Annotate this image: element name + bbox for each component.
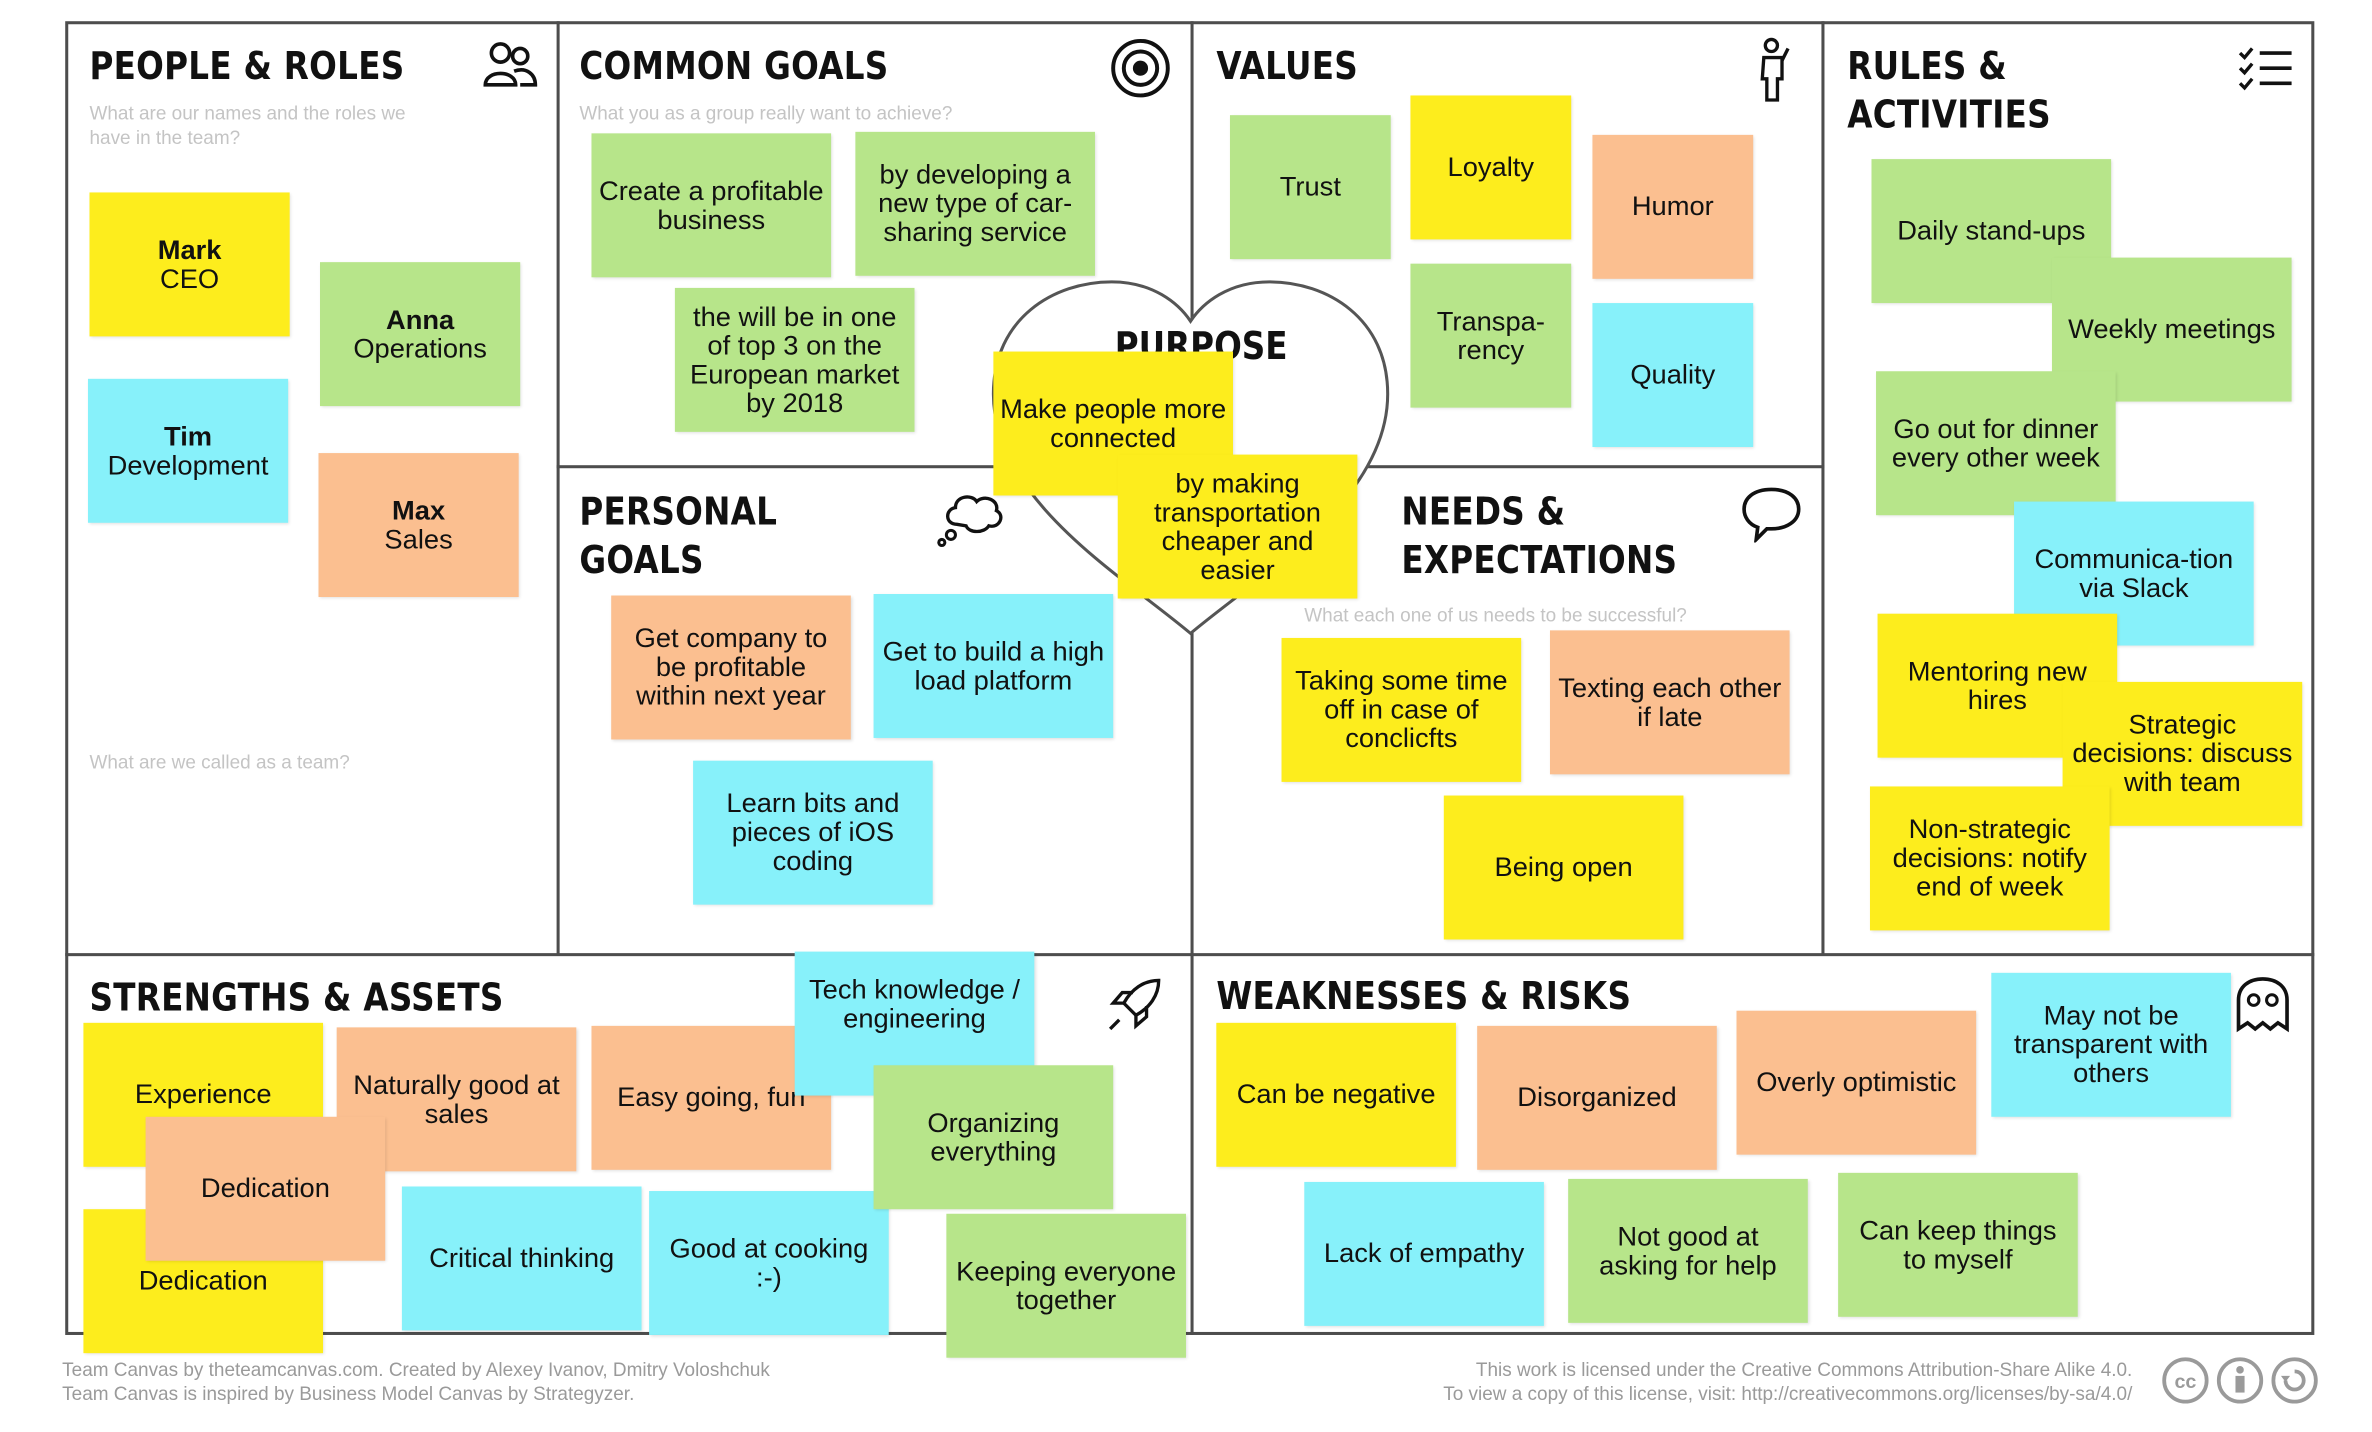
goal-note[interactable]: Create a profitable business: [591, 133, 832, 278]
strength-note[interactable]: Good at cooking :-): [649, 1191, 889, 1335]
needs-title-line1: NEEDS &: [1401, 489, 1566, 534]
strength-note[interactable]: Critical thinking: [401, 1186, 642, 1331]
strength-note[interactable]: Naturally good at sales: [336, 1027, 577, 1172]
people-roles-hint: What are our names and the roles we have…: [89, 103, 406, 149]
strength-note[interactable]: Keeping everyone together: [946, 1213, 1186, 1358]
weakness-note[interactable]: Disorganized: [1477, 1025, 1717, 1170]
goal-note[interactable]: by developing a new type of car-sharing …: [855, 131, 1095, 276]
svg-text:cc: cc: [2174, 1371, 2196, 1393]
common-goals-hint: What you as a group really want to achie…: [579, 103, 953, 125]
weakness-note[interactable]: Lack of empathy: [1304, 1181, 1544, 1326]
value-note[interactable]: Transpa-rency: [1410, 263, 1572, 408]
divider: [1190, 21, 1194, 1335]
weakness-note[interactable]: Can be negative: [1216, 1022, 1456, 1167]
people-icon: [483, 42, 538, 87]
personal-goals-title-line2: GOALS: [579, 537, 704, 582]
person-icon: [1760, 37, 1790, 102]
rules-title-line1: RULES &: [1847, 43, 2007, 88]
rule-note[interactable]: Go out for dinner every other week: [1876, 371, 2116, 516]
value-note[interactable]: Trust: [1229, 115, 1391, 260]
strengths-title: STRENGTHS & ASSETS: [89, 975, 504, 1020]
weaknesses-title: WEAKNESSES & RISKS: [1216, 974, 1632, 1019]
canvas-frame: [65, 21, 2315, 1335]
common-goals-title: COMMON GOALS: [579, 43, 889, 88]
weakness-note[interactable]: May not be transparent with others: [1991, 972, 2231, 1117]
cc-by-sa-icons: cc: [2162, 1357, 2318, 1404]
rule-note[interactable]: Weekly meetings: [2051, 257, 2292, 402]
value-note[interactable]: Loyalty: [1410, 95, 1572, 240]
footer-credit: Team Canvas by theteamcanvas.com. Create…: [62, 1359, 770, 1381]
need-note[interactable]: Texting each other if late: [1549, 630, 1790, 775]
rule-note[interactable]: Strategic decisions: discuss with team: [2062, 681, 2303, 826]
team-name-hint: What are we called as a team?: [89, 751, 350, 773]
footer-license: This work is licensed under the Creative…: [1475, 1359, 2133, 1381]
speech-bubble-icon: [1742, 487, 1801, 543]
values-title: VALUES: [1216, 43, 1358, 88]
strength-note[interactable]: Dedication: [145, 1116, 386, 1261]
checklist-icon: [2238, 47, 2292, 91]
personal-goal-note[interactable]: Get company to be profitable within next…: [611, 595, 851, 740]
needs-title-line2: EXPECTATIONS: [1401, 537, 1678, 582]
purpose-note[interactable]: by making transportation cheaper and eas…: [1117, 454, 1358, 599]
weakness-note[interactable]: Not good at asking for help: [1568, 1178, 1808, 1323]
divider: [65, 953, 2315, 957]
cc-icon: cc: [2162, 1357, 2209, 1404]
rocket-icon: [1108, 978, 1161, 1031]
footer-inspired: Team Canvas is inspired by Business Mode…: [62, 1383, 635, 1405]
rule-note[interactable]: Communica-tion via Slack: [2014, 501, 2254, 646]
divider: [1821, 21, 1825, 955]
goal-note[interactable]: the will be in one of top 3 on the Europ…: [674, 287, 915, 432]
divider: [556, 21, 560, 955]
value-note[interactable]: Humor: [1592, 134, 1754, 279]
target-icon: [1111, 38, 1170, 98]
need-note[interactable]: Taking some time off in case of conclicf…: [1281, 637, 1522, 782]
ghost-icon: [2236, 977, 2289, 1033]
value-note[interactable]: Quality: [1592, 303, 1754, 448]
weakness-note[interactable]: Can keep things to myself: [1838, 1172, 2078, 1317]
personal-goals-title-line1: PERSONAL: [579, 489, 778, 534]
weakness-note[interactable]: Overly optimistic: [1736, 1010, 1977, 1155]
by-icon: [2216, 1357, 2264, 1404]
footer-license-link[interactable]: To view a copy of this license, visit: h…: [1443, 1383, 2133, 1405]
thought-bubble-icon: [937, 495, 1003, 548]
needs-hint: What each one of us needs to be successf…: [1304, 604, 1687, 626]
people-roles-title: PEOPLE & ROLES: [89, 43, 405, 88]
strength-note[interactable]: Easy going, fun: [591, 1025, 832, 1170]
strength-note[interactable]: Organizing everything: [873, 1065, 1114, 1210]
rule-note[interactable]: Non-strategic decisions: notify end of w…: [1869, 786, 2110, 931]
personal-goal-note[interactable]: Learn bits and pieces of iOS coding: [693, 760, 933, 905]
personal-goal-note[interactable]: Get to build a high load platform: [873, 593, 1114, 738]
sa-icon: [2271, 1357, 2318, 1404]
need-note[interactable]: Being open: [1443, 795, 1684, 940]
rules-title-line2: ACTIVITIES: [1847, 92, 2051, 137]
